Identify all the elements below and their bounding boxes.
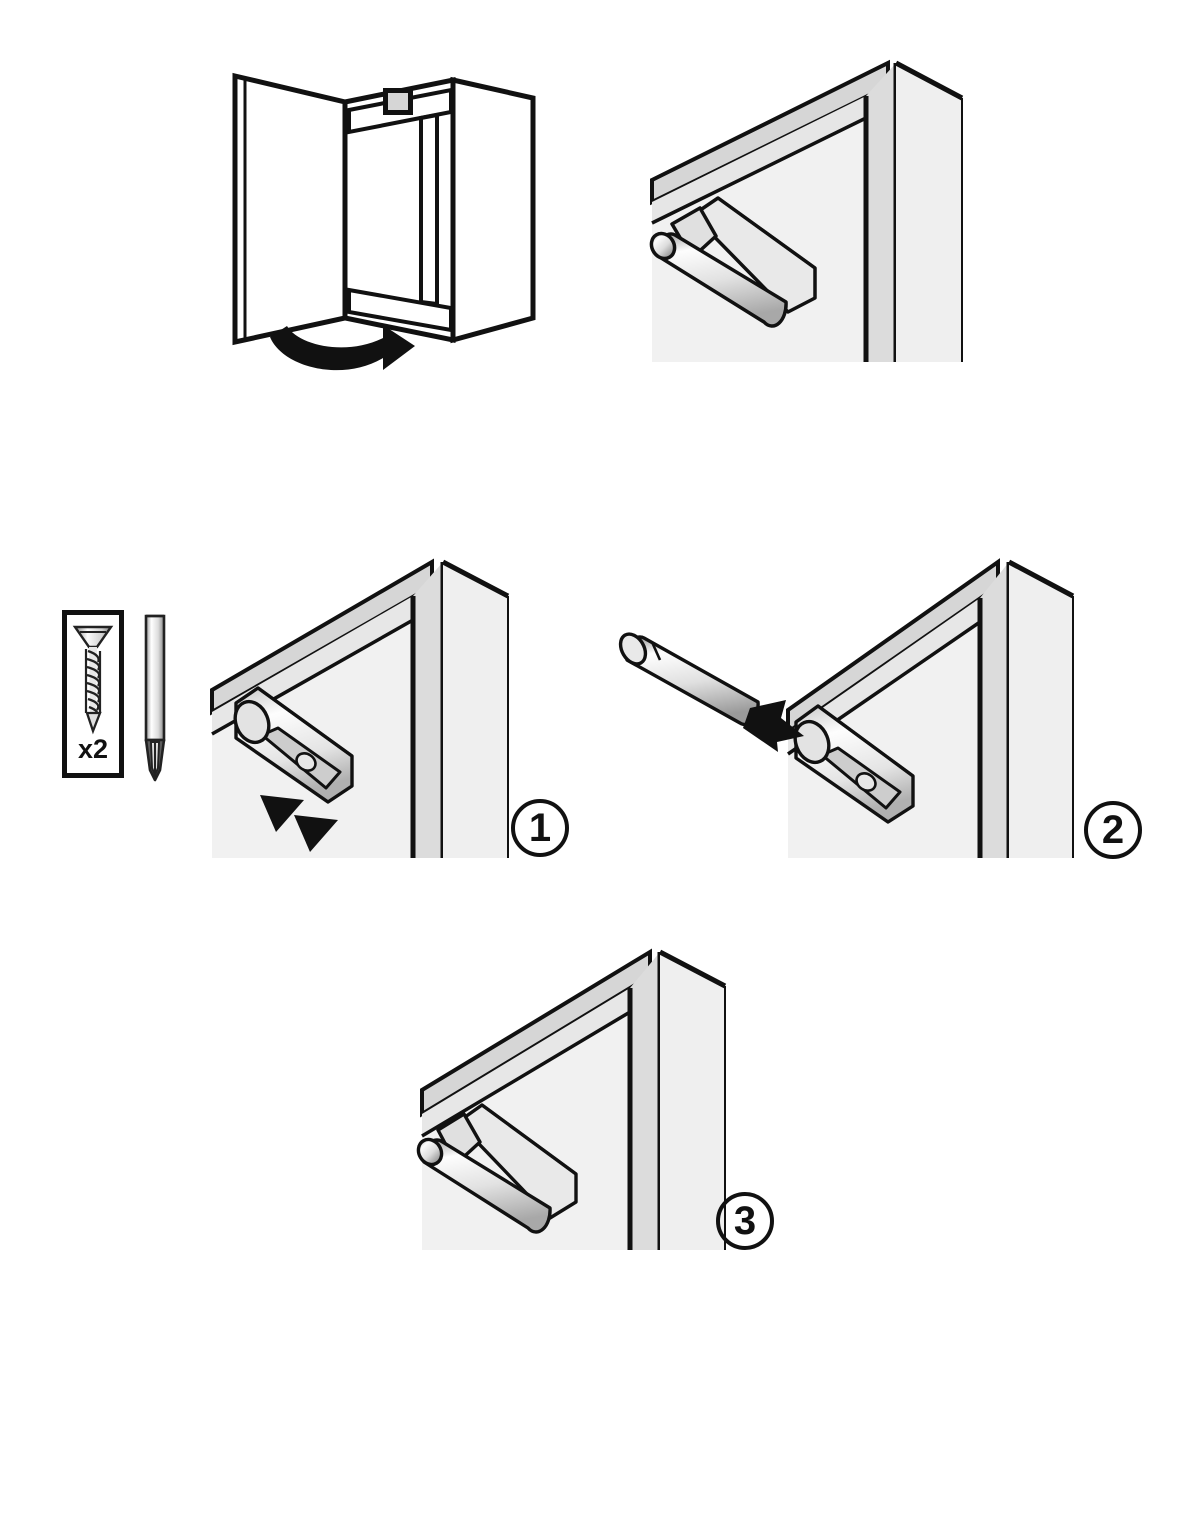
- cabinet-right-side-panel: [450, 76, 536, 344]
- cabinet-interior-divider: [419, 112, 439, 307]
- step3-right-return-face: [660, 952, 725, 1250]
- step-2-badge: 2: [1084, 801, 1142, 859]
- step2-shelf-underside: [788, 598, 980, 754]
- step2-bracket-fold-line: [817, 704, 914, 778]
- step3-plate-fold-line: [481, 1103, 577, 1176]
- latch-plate-fold-line: [717, 196, 816, 270]
- assembled-latch: [649, 196, 817, 328]
- step3-plunger-tip: [416, 1137, 444, 1167]
- detail-shelf-underside-line: [651, 116, 867, 225]
- figure-latch-assembled-detail: [640, 50, 970, 375]
- parts-screwdriver-bit: [138, 612, 172, 790]
- step1-vertical-stile: [413, 562, 443, 858]
- step2-insert-arrow-icon: [743, 700, 804, 752]
- step2-socket-mouth: [793, 719, 831, 765]
- parts-screw-box: x2: [62, 610, 124, 778]
- detail-vertical-stile: [866, 63, 896, 362]
- phillips-screwdriver-bit-icon: [144, 614, 166, 782]
- figure-cabinet-overview: [225, 50, 565, 380]
- figure-step-2: [600, 550, 1100, 865]
- step1-arrow-2-icon: [294, 815, 338, 852]
- step2-bracket: [793, 704, 915, 824]
- screw-quantity-label: x2: [77, 734, 109, 764]
- step2-right-return-face: [1009, 562, 1073, 858]
- step1-socket-mouth: [233, 699, 271, 745]
- step2-plunger-pin: [618, 632, 760, 727]
- step2-vertical-stile: [980, 562, 1009, 858]
- step2-right-top-line: [1007, 559, 1075, 599]
- step1-screw-hole-icon: [295, 752, 317, 772]
- step3-right-top-line: [658, 949, 727, 989]
- step3-assembled-latch: [416, 1103, 578, 1234]
- step1-screw-point-arrows: [260, 795, 338, 852]
- screw-icon: [72, 625, 114, 735]
- detail-right-return-face: [896, 63, 962, 362]
- step3-shelf-underside-line: [421, 1010, 631, 1138]
- step1-bracket: [233, 686, 354, 804]
- step-1-badge: 1: [511, 799, 569, 857]
- step3-vertical-stile: [630, 952, 660, 1250]
- step2-pin-cap: [618, 632, 648, 666]
- step1-bracket-fold-line: [257, 686, 353, 758]
- door-swing-arrow-icon: [270, 325, 415, 371]
- cabinet-open-door: [232, 72, 348, 346]
- step1-right-return-face: [443, 562, 508, 858]
- step-3-badge: 3: [716, 1192, 774, 1250]
- detail-right-top-line: [894, 60, 964, 101]
- step2-screw-hole-icon: [855, 772, 877, 792]
- latch-position-marker-icon: [383, 88, 413, 115]
- step1-right-top-line: [441, 559, 510, 599]
- figure-step-1: [200, 550, 535, 865]
- latch-plunger-tip: [649, 231, 677, 261]
- step1-arrow-1-icon: [260, 795, 304, 832]
- cabinet-body: [232, 72, 536, 346]
- cabinet-interior-bottom-band: [347, 287, 453, 333]
- step3-shelf-underside: [422, 988, 630, 1136]
- figure-step-3: [410, 940, 750, 1260]
- detail-shelf-underside: [652, 96, 866, 223]
- step2-pin-collar-line: [650, 641, 662, 661]
